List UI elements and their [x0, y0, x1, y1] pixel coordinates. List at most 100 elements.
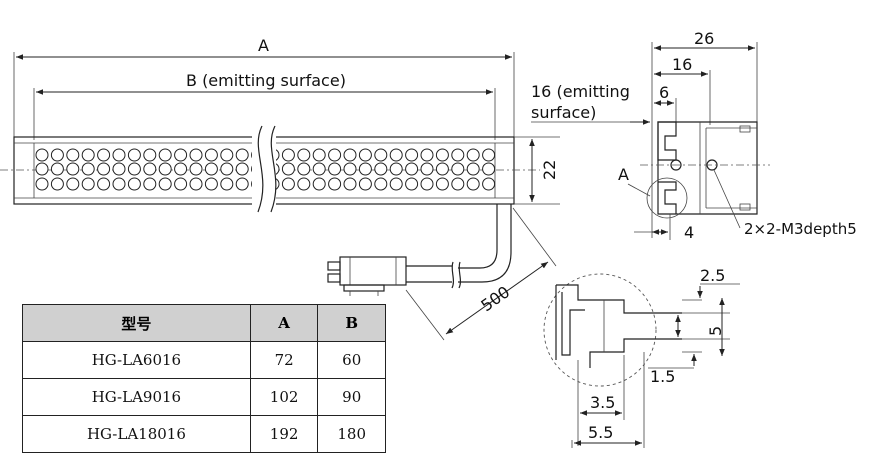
led-dot: [358, 177, 372, 191]
led-dot: [97, 162, 111, 176]
cell-B: 180: [317, 415, 386, 453]
led-dot: [435, 162, 449, 176]
dim-1-5-label: 1.5: [650, 367, 675, 386]
led-dot: [50, 162, 64, 176]
dim-2-5-label: 2.5: [700, 266, 725, 285]
led-dot: [189, 148, 203, 162]
led-dot: [189, 177, 203, 191]
led-dot: [204, 148, 218, 162]
led-dot: [405, 162, 419, 176]
dim-height-label: 22: [540, 160, 559, 180]
dim-emitting-label-1: 16 (emitting: [531, 82, 630, 101]
cell-B: 60: [317, 341, 386, 379]
led-dot: [81, 177, 95, 191]
detail-circle: [543, 273, 657, 387]
led-dot: [127, 148, 141, 162]
dim-emitting-label-2: surface): [531, 103, 596, 122]
led-dot: [112, 177, 126, 191]
table-row: HG-LA9016 102 90: [22, 378, 386, 416]
led-dot: [220, 148, 234, 162]
header-B: B: [317, 304, 386, 342]
dim-A-label: A: [258, 36, 269, 55]
led-dot: [466, 162, 480, 176]
led-dot: [50, 177, 64, 191]
led-dot: [389, 177, 403, 191]
led-dot: [35, 162, 49, 176]
led-dot: [343, 148, 357, 162]
led-dot: [174, 177, 188, 191]
side-view: 26 16 6 16 (emitting surface): [531, 29, 857, 242]
spec-table: 型号 A B HG-LA6016 72 60 HG-LA9016 102 90 …: [22, 304, 386, 453]
led-dot: [435, 148, 449, 162]
led-dot: [389, 162, 403, 176]
dim-B-label: B (emitting surface): [186, 71, 346, 90]
cell-model: HG-LA6016: [22, 341, 251, 379]
led-dot: [312, 162, 326, 176]
led-dot: [451, 177, 465, 191]
led-dot: [374, 177, 388, 191]
cable: [406, 204, 512, 289]
led-dot: [66, 162, 80, 176]
led-dot: [220, 162, 234, 176]
led-dot: [358, 162, 372, 176]
led-dot: [312, 148, 326, 162]
led-dot: [112, 162, 126, 176]
dim-cable-label: 500: [477, 282, 513, 315]
table-header-row: 型号 A B: [22, 304, 386, 342]
led-dot: [235, 177, 249, 191]
led-dot: [343, 177, 357, 191]
label-A: A: [618, 165, 629, 184]
dim-26-label: 26: [694, 29, 714, 48]
connector: [327, 256, 407, 296]
front-view: A B (emitting surface) 22: [0, 36, 560, 341]
led-dot: [158, 177, 172, 191]
dim-3-5-label: 3.5: [590, 393, 615, 412]
led-dot: [204, 177, 218, 191]
led-dot: [66, 177, 80, 191]
led-dot: [466, 148, 480, 162]
cell-model: HG-LA9016: [22, 378, 251, 416]
led-dot: [374, 148, 388, 162]
led-dot: [143, 148, 157, 162]
led-dot: [297, 177, 311, 191]
led-dot: [127, 162, 141, 176]
detail-view: 2.5 5 1.5 3.5 5.5: [543, 266, 740, 448]
table-row: HG-LA18016 192 180: [22, 415, 386, 453]
header-model: 型号: [22, 304, 251, 342]
led-dot: [235, 148, 249, 162]
dim-16-label: 16: [672, 55, 692, 74]
led-dot: [81, 148, 95, 162]
led-dot: [220, 177, 234, 191]
led-dot: [281, 177, 295, 191]
led-dot: [189, 162, 203, 176]
led-dot: [50, 148, 64, 162]
led-dot: [81, 162, 95, 176]
led-dot: [112, 148, 126, 162]
led-dot: [451, 162, 465, 176]
profile-section: [640, 121, 770, 215]
led-dot: [143, 177, 157, 191]
led-dot: [158, 162, 172, 176]
led-dot: [343, 162, 357, 176]
led-dot: [35, 148, 49, 162]
led-dot: [97, 177, 111, 191]
led-dot: [328, 148, 342, 162]
led-dot: [174, 162, 188, 176]
led-dot: [420, 162, 434, 176]
led-dot: [451, 148, 465, 162]
led-array: [35, 148, 496, 191]
led-dot: [420, 148, 434, 162]
led-dot: [235, 162, 249, 176]
led-dot: [312, 177, 326, 191]
led-dot: [35, 177, 49, 191]
led-dot: [374, 162, 388, 176]
led-dot: [482, 162, 496, 176]
led-dot: [281, 148, 295, 162]
led-dot: [297, 148, 311, 162]
cell-A: 192: [249, 415, 319, 453]
led-dot: [127, 177, 141, 191]
cell-B: 90: [317, 378, 386, 416]
led-dot: [328, 177, 342, 191]
cell-model: HG-LA18016: [22, 415, 251, 453]
